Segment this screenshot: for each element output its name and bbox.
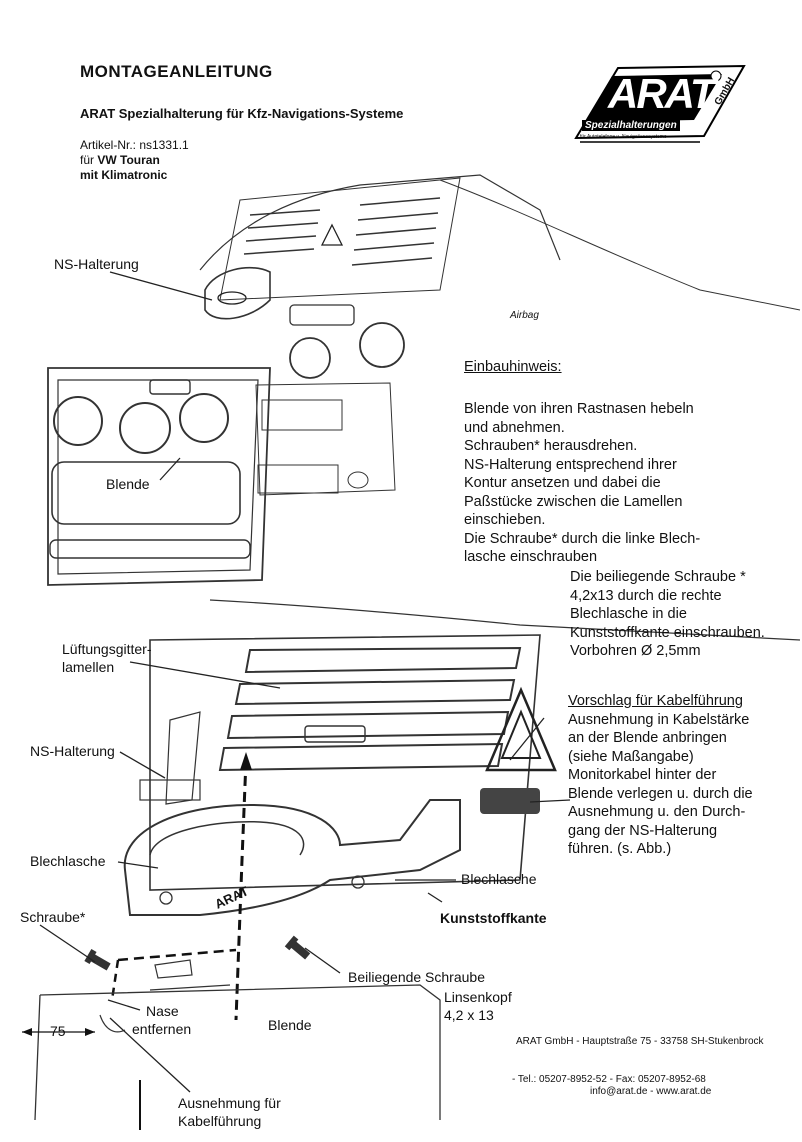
label-dimension-75: 75 xyxy=(50,1023,66,1039)
label-kabelfuehrung: Kabelführung xyxy=(178,1113,262,1129)
vorschlag-heading: Vorschlag für Kabelführung xyxy=(568,693,743,709)
footer-address: ARAT GmbH - Hauptstraße 75 - 33758 SH-St… xyxy=(516,1036,764,1047)
einbau-text: Blende von ihren Rastnasen hebeln und ab… xyxy=(464,400,784,567)
label-entfernen: entfernen xyxy=(132,1021,192,1037)
einbau-line: Kunststoffkante einschrauben. xyxy=(570,624,765,641)
arat-logo: ARAT GmbH Spezialhalterungen für Autotel… xyxy=(572,58,750,150)
vorschlag-block: Vorschlag für Kabelführung Ausnehmung in… xyxy=(568,692,796,859)
label-blechlasche-right: Blechlasche xyxy=(461,871,537,887)
document-title: MONTAGEANLEITUNG xyxy=(80,62,273,81)
vorschlag-line: Monitorkabel hinter der xyxy=(568,767,717,783)
label-blende-bottom: Blende xyxy=(268,1017,312,1033)
label-ns-halterung-mid: NS-Halterung xyxy=(30,743,115,759)
label-airbag: Airbag xyxy=(510,310,539,321)
einbau-line: NS-Halterung entsprechend ihrer xyxy=(464,456,677,473)
document-subtitle: ARAT Spezialhalterung für Kfz-Navigation… xyxy=(80,106,404,121)
logo-brand: ARAT xyxy=(608,70,716,117)
label-kunststoffkante: Kunststoffkante xyxy=(440,910,547,926)
label-linsenkopf: Linsenkopf xyxy=(444,989,512,1005)
logo-tagline: Spezialhalterungen xyxy=(582,120,680,131)
einbau-line: Schrauben* herausdrehen. xyxy=(464,438,638,454)
label-linsenkopf-size: 4,2 x 13 xyxy=(444,1007,494,1023)
footer-web: info@arat.de - www.arat.de xyxy=(590,1086,712,1097)
screw-right-icon xyxy=(284,935,311,960)
label-blende-top: Blende xyxy=(106,476,150,492)
label-schraube: Schraube* xyxy=(20,909,86,925)
label-ns-halterung-top: NS-Halterung xyxy=(54,256,139,272)
hazard-triangle xyxy=(485,686,557,772)
vorschlag-line: Ausnehmung u. den Durch- xyxy=(568,804,746,820)
vehicle-name: VW Touran xyxy=(97,153,160,167)
einbau-line: Blechlasche in die xyxy=(570,606,687,622)
einbau-line: Paßstücke zwischen die Lamellen xyxy=(464,493,683,510)
einbau-text-2: Die beiliegende Schraube * 4,2x13 durch … xyxy=(570,568,795,661)
einbau-line: Blende von ihren Rastnasen hebeln xyxy=(464,401,694,417)
einbau-line: lasche einschrauben xyxy=(464,549,598,565)
blende-panel xyxy=(47,367,271,586)
vent-louvers xyxy=(218,646,522,772)
vorschlag-line: Blende verlegen u. durch die xyxy=(568,785,753,802)
logo-tagline-small: für Autotelefone u. Navigationssysteme xyxy=(580,134,667,140)
vehicle-line: für VW Touran xyxy=(80,153,189,168)
top-vent-grille xyxy=(243,197,441,266)
article-info: Artikel-Nr.: ns1331.1 für VW Touran mit … xyxy=(80,138,189,183)
vorschlag-line: gang der NS-Halterung xyxy=(568,822,718,839)
label-ausnehmung: Ausnehmung für xyxy=(178,1095,281,1111)
vorschlag-line: an der Blende anbringen xyxy=(568,730,727,746)
einbau-line: Vorbohren Ø 2,5mm xyxy=(570,643,701,659)
footer-contact: - Tel.: 05207-8952-52 - Fax: 05207-8952-… xyxy=(512,1074,706,1085)
einbau-heading: Einbauhinweis: xyxy=(464,359,562,375)
label-lueftung-1: Lüftungsgitter- xyxy=(62,641,152,657)
label-beiliegende-schraube: Beiliegende Schraube xyxy=(348,969,485,985)
einbau-line: 4,2x13 durch die rechte xyxy=(570,587,722,604)
article-number: Artikel-Nr.: ns1331.1 xyxy=(80,138,189,152)
label-lueftung-2: lamellen xyxy=(62,659,115,675)
einbau-line: und abnehmen. xyxy=(464,419,565,436)
vorschlag-line: führen. (s. Abb.) xyxy=(568,841,672,857)
screw-left-icon xyxy=(84,948,111,971)
label-nase: Nase xyxy=(146,1003,179,1019)
einbau-line: einschieben. xyxy=(464,512,546,528)
ns-bracket xyxy=(123,799,461,916)
vorschlag-line: Ausnehmung in Kabelstärke xyxy=(568,711,750,728)
einbau-line: Die Schraube* durch die linke Blech- xyxy=(464,530,701,547)
label-blechlasche-left: Blechlasche xyxy=(30,853,106,869)
equipment-line: mit Klimatronic xyxy=(80,168,168,182)
vent-housing xyxy=(149,634,541,891)
einbau-line: Die beiliegende Schraube * xyxy=(570,569,746,585)
for-prefix: für xyxy=(80,153,95,167)
einbau-line: Kontur ansetzen und dabei die xyxy=(464,475,661,491)
vorschlag-line: (siehe Maßangabe) xyxy=(568,748,694,765)
